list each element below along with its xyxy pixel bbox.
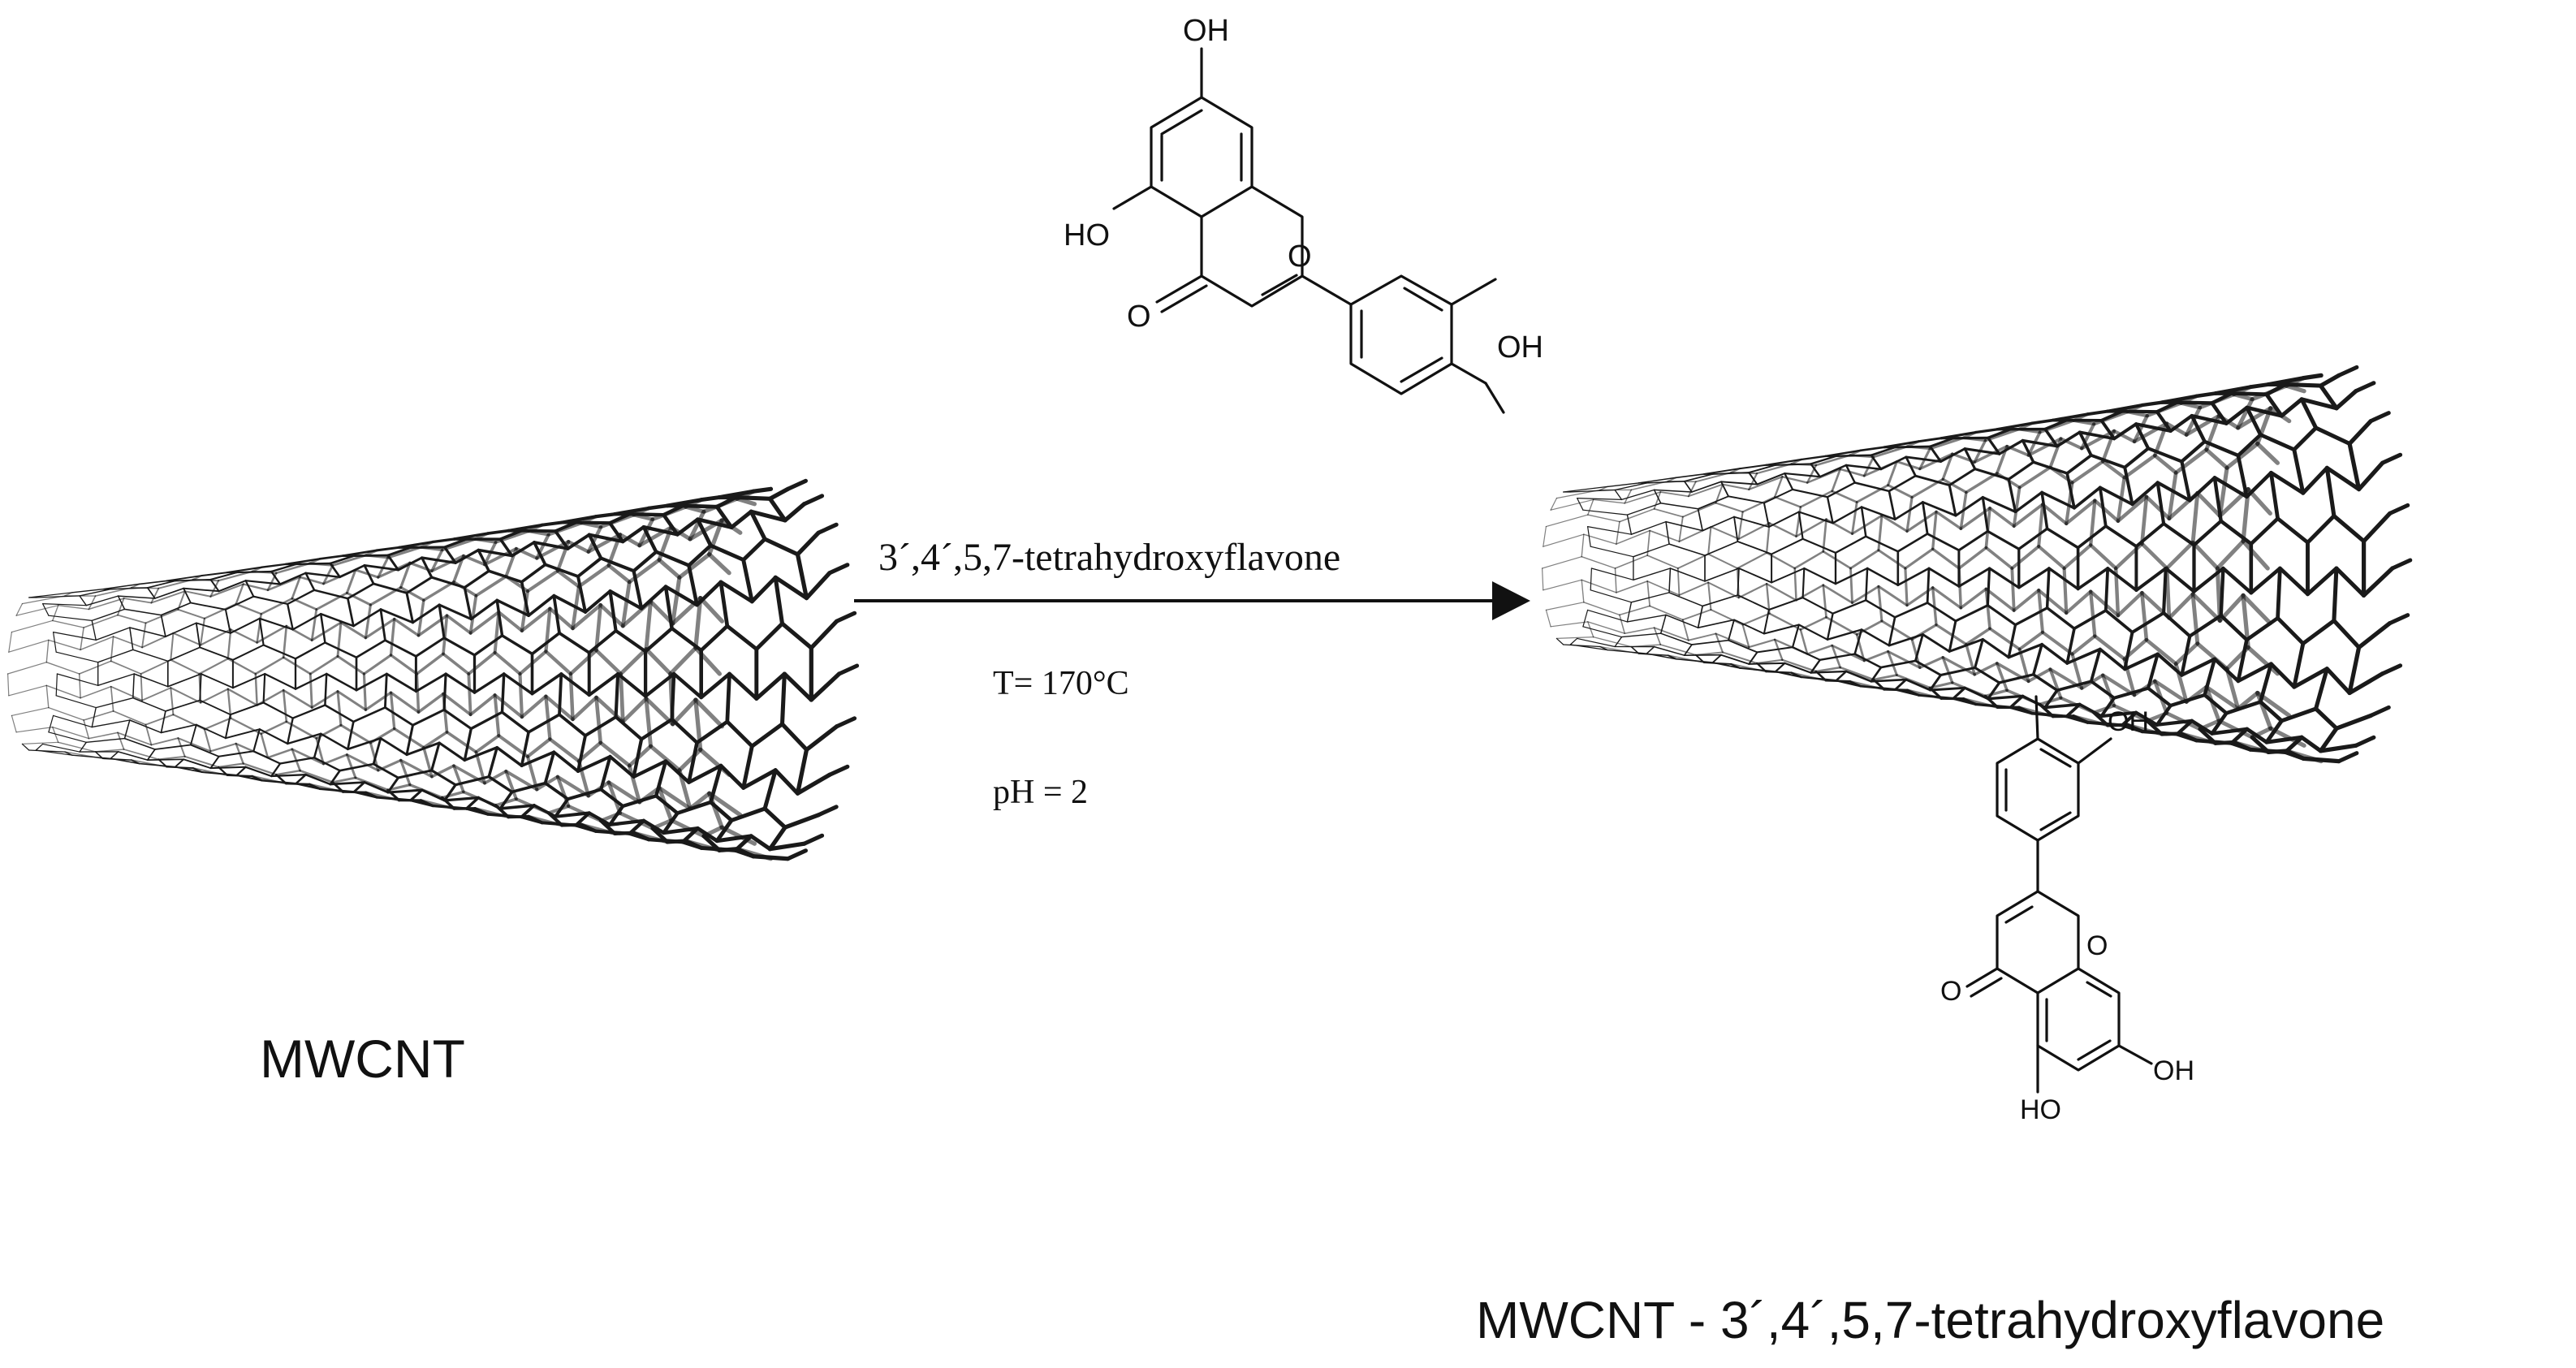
reaction-arrow-icon [854,581,1530,620]
flavone-lower-structure: OH O O OH HO [1940,695,2194,1125]
product-label: MWCNT - 3´,4´,5,7-tetrahydroxyflavone [1476,1291,2384,1349]
flavone-upper-structure: OH HO O O OH [1064,14,1543,414]
atom-ho-lower-5: HO [2020,1094,2061,1125]
atom-oh-lower-3prime: OH [2108,706,2149,737]
atom-oh-lower-7: OH [2153,1055,2194,1086]
atom-oh-upper-7: OH [1183,14,1229,48]
atom-o-lower-ring: O [2086,930,2108,961]
reactant-label: MWCNT [260,1029,465,1089]
mwcnt-product-icon [1541,365,2413,764]
temperature-label: T= 170°C [993,665,1129,702]
ph-label: pH = 2 [993,774,1088,811]
reagent-label: 3´,4´,5,7-tetrahydroxyflavone [878,536,1340,579]
atom-o-upper-ring: O [1288,240,1312,274]
atom-o-lower-carbonyl: O [1940,976,1961,1007]
atom-o-upper-carbonyl: O [1127,300,1151,334]
mwcnt-reactant-icon [7,478,860,861]
atom-ho-upper-5: HO [1064,218,1110,252]
atom-oh-upper-3prime: OH [1497,330,1543,365]
